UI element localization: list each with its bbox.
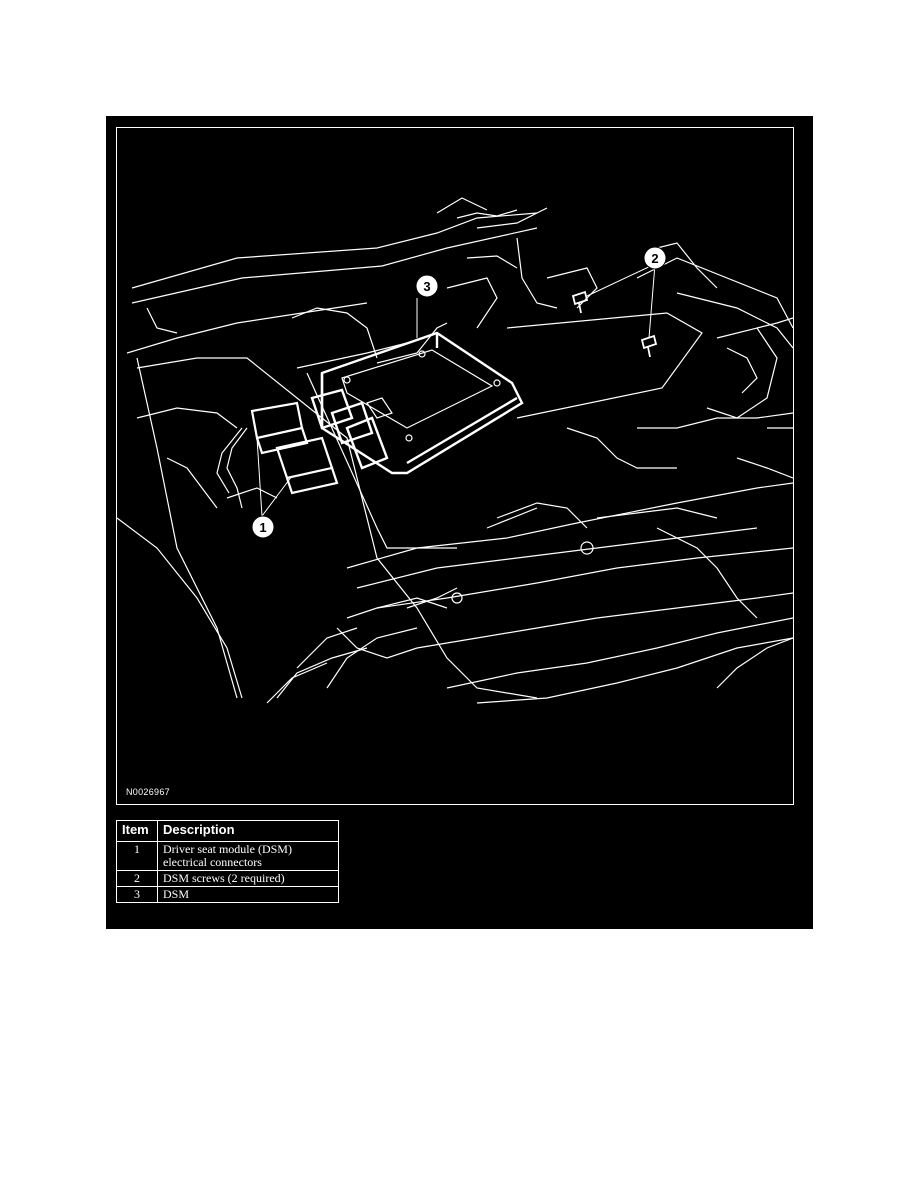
table-row: 3 DSM	[116, 886, 339, 903]
legend-header-description: Description	[157, 820, 339, 842]
legend-item-description: DSM	[157, 886, 339, 903]
table-row: 2 DSM screws (2 required)	[116, 870, 339, 887]
callout-1: 1	[251, 515, 275, 539]
figure-panel	[106, 116, 813, 929]
callout-3-label: 3	[423, 279, 430, 294]
legend-header-row: Item Description	[116, 820, 339, 842]
screws	[571, 290, 658, 358]
callout-3: 3	[415, 274, 439, 298]
figure-id: N0026967	[126, 787, 170, 797]
legend-item-number: 1	[116, 841, 158, 871]
module-details	[341, 349, 501, 442]
legend-item-description: Driver seat module (DSM) electrical conn…	[157, 841, 339, 871]
seat-frame-outline	[117, 197, 793, 704]
callout-2: 2	[643, 246, 667, 270]
connectors	[250, 401, 339, 495]
figure-frame: 3 2 1 N0026967	[116, 127, 794, 805]
legend-item-number: 3	[116, 886, 158, 903]
seat-module-illustration: 3 2 1	[117, 197, 793, 704]
legend-table: Item Description 1 Driver seat module (D…	[116, 820, 339, 903]
callout-1-label: 1	[259, 520, 266, 535]
wiring-harness	[216, 427, 594, 704]
module-outline	[310, 331, 524, 475]
callout-2-label: 2	[651, 251, 658, 266]
table-row: 1 Driver seat module (DSM) electrical co…	[116, 841, 339, 871]
callout-leaders	[256, 263, 656, 517]
legend-item-number: 2	[116, 870, 158, 887]
legend-header-item: Item	[116, 820, 158, 842]
legend-item-description: DSM screws (2 required)	[157, 870, 339, 887]
